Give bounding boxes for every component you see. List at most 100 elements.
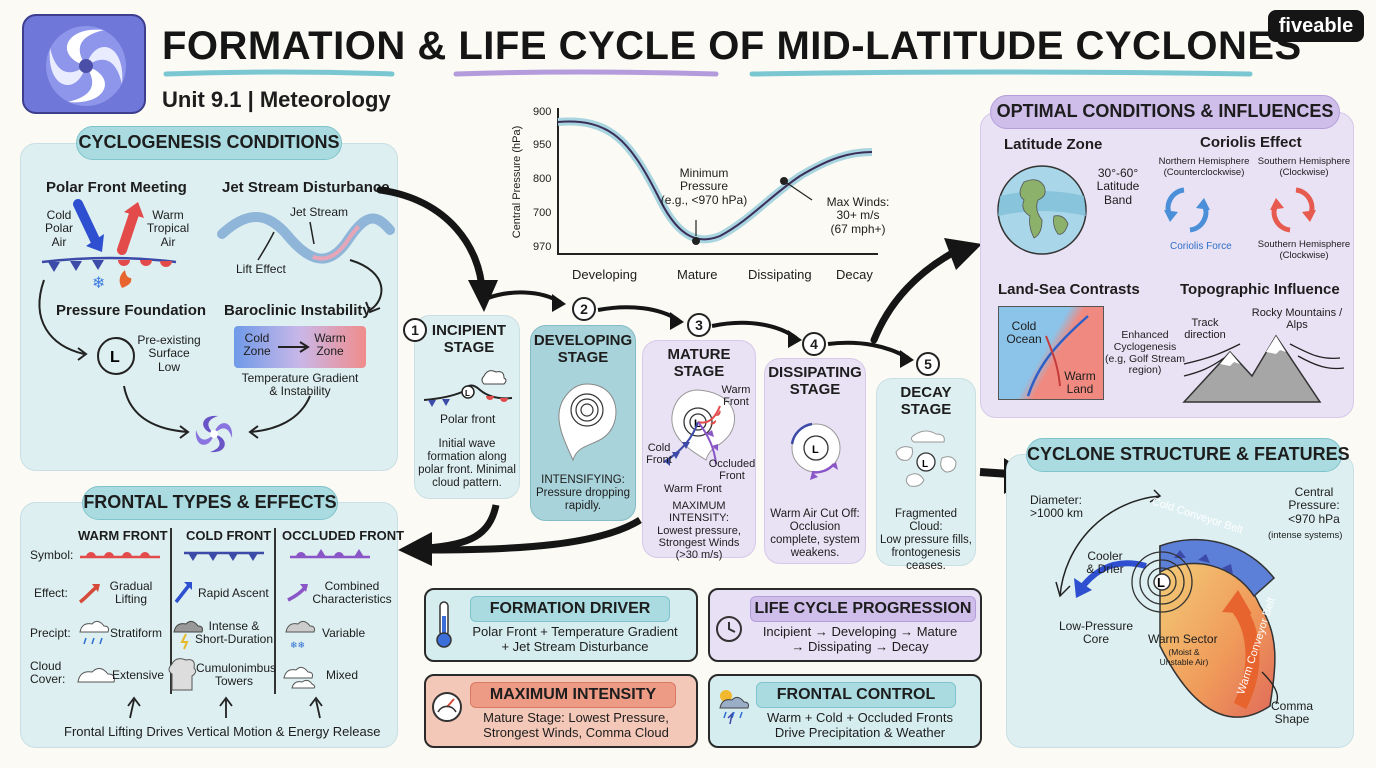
comma-shape-label: Comma Shape — [1270, 699, 1313, 727]
stage-3-description: MAXIMUM INTENSITY: Lowest pressure, Stro… — [657, 500, 741, 562]
mature-warm-front-label-2: Warm Front — [664, 483, 722, 495]
coriolis-title: Coriolis Effect — [1200, 134, 1302, 151]
stage-1-number: 1 — [403, 318, 427, 342]
developing-cloud-icon — [558, 383, 617, 462]
decay-cloud-icon: L — [895, 430, 957, 487]
cold-ocean-label: Cold Ocean — [1006, 319, 1042, 347]
cyclone-structure-title: CYCLONE STRUCTURE & FEATURES — [1026, 438, 1350, 472]
col-occluded-front: OCCLUDED FRONT — [282, 528, 405, 543]
coriolis-force-label: Coriolis Force — [1170, 241, 1232, 252]
diameter-label: Diameter: >1000 km — [1030, 493, 1084, 521]
southern-hemisphere-label-2: Southern Hemisphere (Clockwise) — [1257, 239, 1351, 261]
track-direction-label: Track direction — [1184, 317, 1226, 342]
y-tick-5: 970 — [533, 241, 552, 253]
page-subtitle: Unit 9.1 | Meteorology — [162, 87, 391, 112]
pressure-foundation-title: Pressure Foundation — [56, 302, 207, 319]
y-tick-3: 800 — [533, 173, 552, 185]
dissipating-cyclone-icon: L — [790, 422, 841, 480]
stage-1-card — [414, 315, 520, 499]
stage-5-description: Fragmented Cloud: Low pressure fills, fr… — [879, 508, 973, 572]
stage-2-description: INTENSIFYING: Pressure dropping rapidly. — [536, 474, 630, 512]
stage-4-card — [764, 358, 866, 564]
col-cold-front: COLD FRONT — [186, 528, 272, 543]
warm-precip: Stratiform — [110, 626, 163, 640]
svg-text:L: L — [1157, 575, 1165, 590]
x-label-dissipating: Dissipating — [748, 267, 812, 282]
frontal-control-title: FRONTAL CONTROL — [756, 682, 956, 708]
formation-driver-title: FORMATION DRIVER — [470, 596, 670, 622]
warm-zone-label: Warm Zone — [314, 331, 346, 359]
y-tick-4: 700 — [533, 207, 552, 219]
minimum-pressure-point — [692, 237, 700, 245]
occluded-precip: Variable — [322, 626, 366, 640]
brand-badge[interactable]: fiveable — [1268, 10, 1364, 42]
jet-stream-title: Jet Stream Disturbance — [222, 179, 390, 196]
logo-cyclone-icon — [22, 14, 146, 114]
cyclogenesis-flow-arrows — [38, 259, 383, 439]
clock-icon — [716, 616, 742, 642]
stage-4-number: 4 — [802, 332, 826, 356]
warm-land-label: Warm Land — [1064, 369, 1096, 397]
incipient-wave-icon: L — [423, 370, 513, 407]
mature-cold-front-label: Cold Front — [646, 442, 672, 467]
stage-5-number: 5 — [916, 352, 940, 376]
cloud-cover-icons — [77, 658, 316, 691]
maximum-intensity-title: MAXIMUM INTENSITY — [470, 682, 676, 708]
baroclinic-title: Baroclinic Instability — [224, 302, 371, 319]
warm-sector-label: Warm Sector — [1148, 632, 1218, 646]
footer-up-arrows — [127, 696, 323, 719]
stage-3-number: 3 — [687, 313, 711, 337]
southern-hemisphere-label: Southern Hemisphere (Clockwise) — [1257, 156, 1351, 178]
warm-tropical-air-label: Warm Tropical Air — [146, 208, 190, 249]
stage-1-title: INCIPIENT STAGE — [431, 322, 507, 357]
land-sea-map — [998, 306, 1104, 400]
pressure-curve — [557, 120, 873, 241]
mature-warm-front-label: Warm Front — [721, 384, 751, 409]
formation-driver-text: Polar Front + Temperature Gradient + Jet… — [472, 624, 678, 654]
column-divider-2 — [274, 528, 276, 694]
y-tick-2: 950 — [533, 139, 552, 151]
page-title: FORMATION & LIFE CYCLE OF MID-LATITUDE C… — [162, 24, 1302, 68]
pressure-chart — [557, 108, 878, 255]
zone-arrow-icon — [278, 341, 310, 353]
cold-cloud: Cumulonimbus Towers — [196, 661, 277, 689]
occluded-cloud: Mixed — [326, 668, 359, 682]
cold-effect: Rapid Ascent — [198, 586, 269, 600]
effect-arrows-icons — [78, 582, 308, 604]
row-effect: Effect: — [34, 586, 68, 600]
title-underline-decoration — [163, 69, 1253, 77]
cyclogenesis-title: CYCLOGENESIS CONDITIONS — [76, 126, 342, 160]
cyclogenesis-panel — [20, 143, 398, 471]
mature-occluded-front-label: Occluded Front — [708, 458, 756, 483]
stage-4-description: Warm Air Cut Off: Occlusion complete, sy… — [770, 508, 860, 559]
svg-text:L: L — [465, 389, 470, 398]
max-winds-label: Max Winds: 30+ m/s (67 mph+) — [826, 195, 890, 236]
warm-cloud: Extensive — [112, 668, 165, 682]
cold-precip: Intense & Short-Duration — [194, 619, 274, 647]
frontal-types-title: FRONTAL TYPES & EFFECTS — [82, 486, 338, 520]
intense-systems-label: (intense systems) — [1268, 530, 1343, 541]
maximum-intensity-text: Mature Stage: Lowest Pressure, Strongest… — [483, 710, 669, 740]
surface-low-icon: L — [97, 337, 135, 375]
cyclone-structure-diagram: L — [1055, 489, 1279, 718]
x-label-decay: Decay — [836, 267, 873, 282]
optimal-conditions-title: OPTIMAL CONDITIONS & INFLUENCES — [990, 95, 1340, 129]
x-label-developing: Developing — [572, 267, 638, 282]
row-symbol: Symbol: — [30, 548, 74, 562]
svg-text:❄❄: ❄❄ — [290, 641, 305, 651]
front-symbols — [80, 549, 370, 561]
central-pressure-label: Central Pressure: <970 hPa — [1288, 485, 1340, 526]
stage-5-title: DECAY STAGE — [900, 384, 952, 419]
frontal-types-panel — [20, 502, 398, 748]
stage-2-title: DEVELOPING STAGE — [533, 332, 633, 367]
column-divider-1 — [170, 528, 172, 694]
jet-stream-wave-icon — [217, 212, 395, 264]
polar-front-arrows-icon: ❄ — [41, 199, 177, 292]
polar-front-label: Polar front — [440, 412, 496, 426]
mature-cyclone-icon: L — [663, 389, 735, 466]
svg-text:❄: ❄ — [92, 273, 105, 292]
col-warm-front: WARM FRONT — [78, 528, 168, 543]
polar-front-title: Polar Front Meeting — [46, 179, 187, 196]
stage-5-card — [876, 378, 976, 566]
